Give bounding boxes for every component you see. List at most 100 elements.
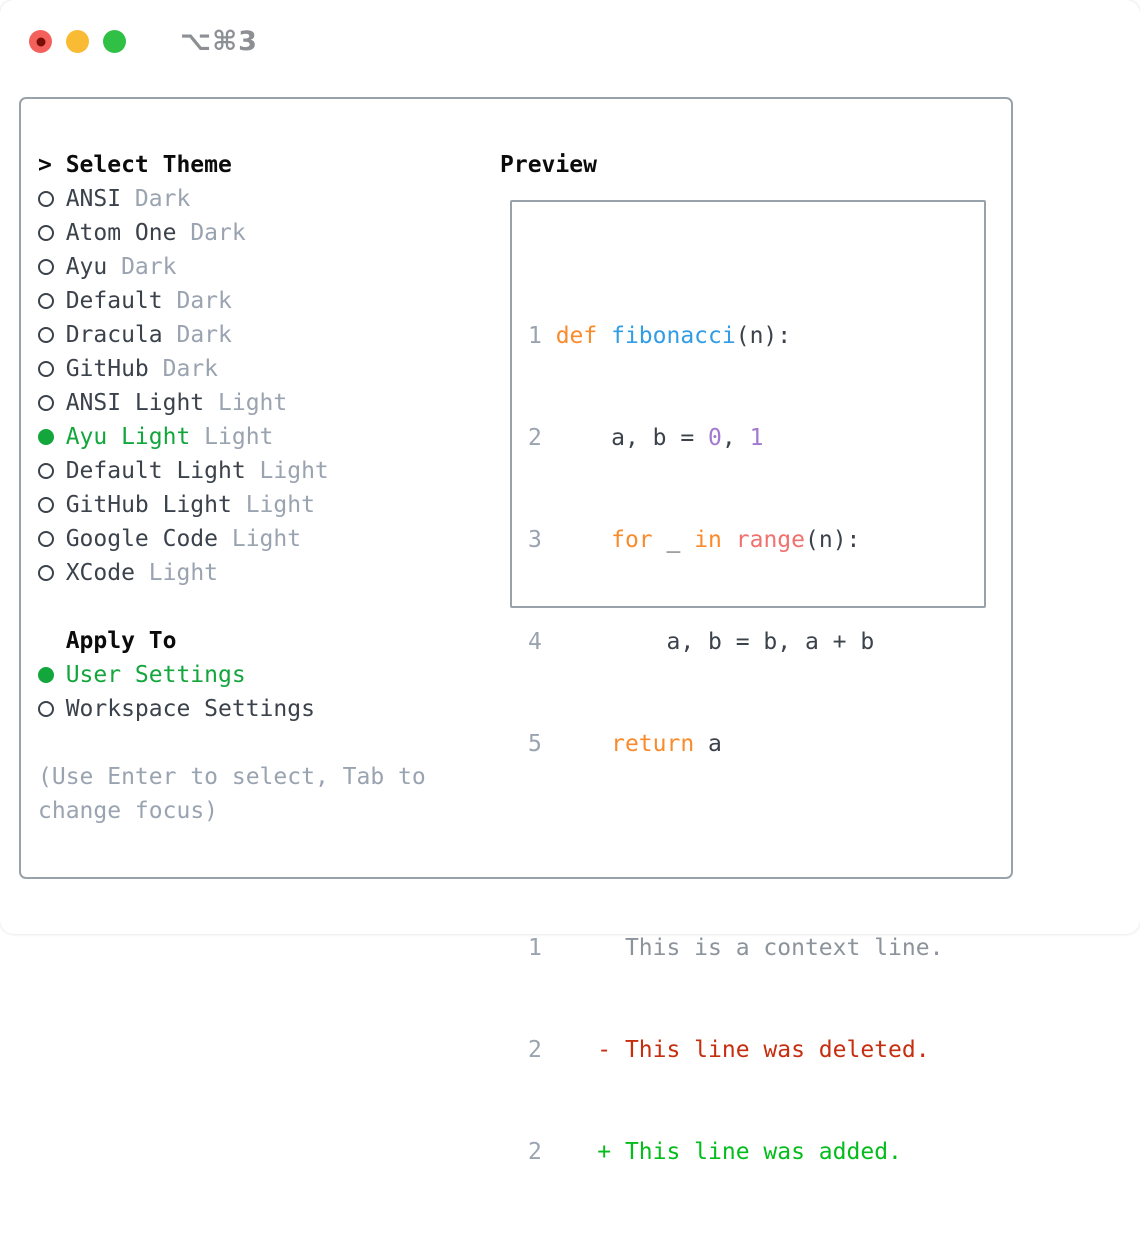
code-token [542,1139,597,1165]
theme-item-variant: Dark [135,182,190,216]
radio-icon [38,565,66,581]
diff-deleted-line: 2 - This line was deleted. [528,1033,943,1067]
theme-item-default-light[interactable]: Default Light Light [38,454,498,488]
code-token: 4 [528,629,556,655]
apply-option-user-settings[interactable]: User Settings [38,658,498,692]
radio-icon [38,667,66,683]
theme-item-ayu-dark[interactable]: Ayu Dark [38,250,498,284]
code-token: 1 [750,425,764,451]
theme-item-google-code[interactable]: Google Code Light [38,522,498,556]
code-token: 0 [708,425,722,451]
code-line-3: 3 for _ in range(n): [528,523,943,557]
radio-icon [38,463,66,479]
code-token: 2 [528,1139,542,1165]
code-token: for [611,527,653,553]
code-token: 2 [528,1037,542,1063]
theme-item-name: GitHub [66,352,149,386]
code-token: def [556,323,611,349]
theme-item-name: Default Light [66,454,246,488]
code-token [722,527,736,553]
theme-item-variant: Dark [176,318,231,352]
theme-item-name: Dracula [66,318,163,352]
theme-item-name: Ayu [66,250,108,284]
footer-hint-line-1: (Use Enter to select, Tab to [38,760,498,794]
code-token [556,527,611,553]
theme-item-name: Ayu Light [66,420,191,454]
theme-item-name: Default [66,284,163,318]
code-token: a [694,731,722,757]
minimize-button[interactable] [66,30,89,53]
zoom-button[interactable] [103,30,126,53]
code-line-5: 5 return a [528,727,943,761]
code-token: _ [653,527,695,553]
diff-context-line: 1 This is a context line. [528,931,943,965]
code-token: 5 [528,731,556,757]
code-line-4: 4 a, b = b, a + b [528,625,943,659]
theme-item-variant: Dark [163,352,218,386]
radio-icon [38,361,66,377]
close-button[interactable] [29,30,52,53]
theme-item-variant: Light [260,454,329,488]
code-token: - This line was deleted. [597,1037,929,1063]
spacer-row [38,590,498,624]
theme-item-name: ANSI Light [66,386,204,420]
code-token: range [736,527,805,553]
theme-item-name: GitHub Light [66,488,232,522]
code-line-2: 2 a, b = 0, 1 [528,421,943,455]
code-token: (n): [805,527,860,553]
preview-header: Preview [500,148,597,182]
theme-item-default-dark[interactable]: Default Dark [38,284,498,318]
radio-icon [38,293,66,309]
code-preview: 1 def fibonacci(n): 2 a, b = 0, 1 3 for … [528,251,943,1237]
code-token [542,1037,597,1063]
code-token: fibonacci [611,323,736,349]
code-token: (n): [736,323,791,349]
theme-item-variant: Dark [190,216,245,250]
radio-icon [38,395,66,411]
code-blank-line [528,829,943,863]
apply-option-label: User Settings [66,658,246,692]
radio-icon [38,497,66,513]
radio-icon [38,531,66,547]
theme-item-dracula-dark[interactable]: Dracula Dark [38,318,498,352]
code-token: in [694,527,722,553]
radio-icon [38,225,66,241]
radio-icon [38,701,66,717]
code-token: , [722,425,750,451]
spacer-row [38,726,498,760]
theme-item-variant: Light [232,522,301,556]
apply-to-header-label: Apply To [66,624,177,658]
footer-hint-line-2: change focus) [38,794,498,828]
theme-item-variant: Light [149,556,218,590]
titlebar: ⌥⌘3 [29,26,258,57]
code-token: a, b = b, a + b [556,629,875,655]
code-token: 3 [528,527,556,553]
preview-box: 1 def fibonacci(n): 2 a, b = 0, 1 3 for … [510,200,986,608]
theme-item-ansi-light[interactable]: ANSI Light Light [38,386,498,420]
code-line-1: 1 def fibonacci(n): [528,319,943,353]
theme-item-variant: Dark [121,250,176,284]
window-title: ⌥⌘3 [180,26,258,57]
theme-item-name: Google Code [66,522,218,556]
theme-item-variant: Light [246,488,315,522]
code-token [556,731,611,757]
theme-item-github-light[interactable]: GitHub Light Light [38,488,498,522]
theme-menu-header: >Select Theme [38,148,498,182]
theme-item-atom-one-dark[interactable]: Atom One Dark [38,216,498,250]
theme-item-ayu-light[interactable]: Ayu Light Light [38,420,498,454]
theme-item-variant: Light [204,420,273,454]
radio-icon [38,429,66,445]
apply-to-header: Apply To [38,624,498,658]
theme-menu-header-label: Select Theme [66,148,232,182]
apply-option-workspace-settings[interactable]: Workspace Settings [38,692,498,726]
theme-item-github-dark[interactable]: GitHub Dark [38,352,498,386]
theme-item-name: Atom One [66,216,177,250]
apply-option-label: Workspace Settings [66,692,315,726]
theme-item-variant: Dark [176,284,231,318]
code-token: return [611,731,694,757]
theme-item-variant: Light [218,386,287,420]
